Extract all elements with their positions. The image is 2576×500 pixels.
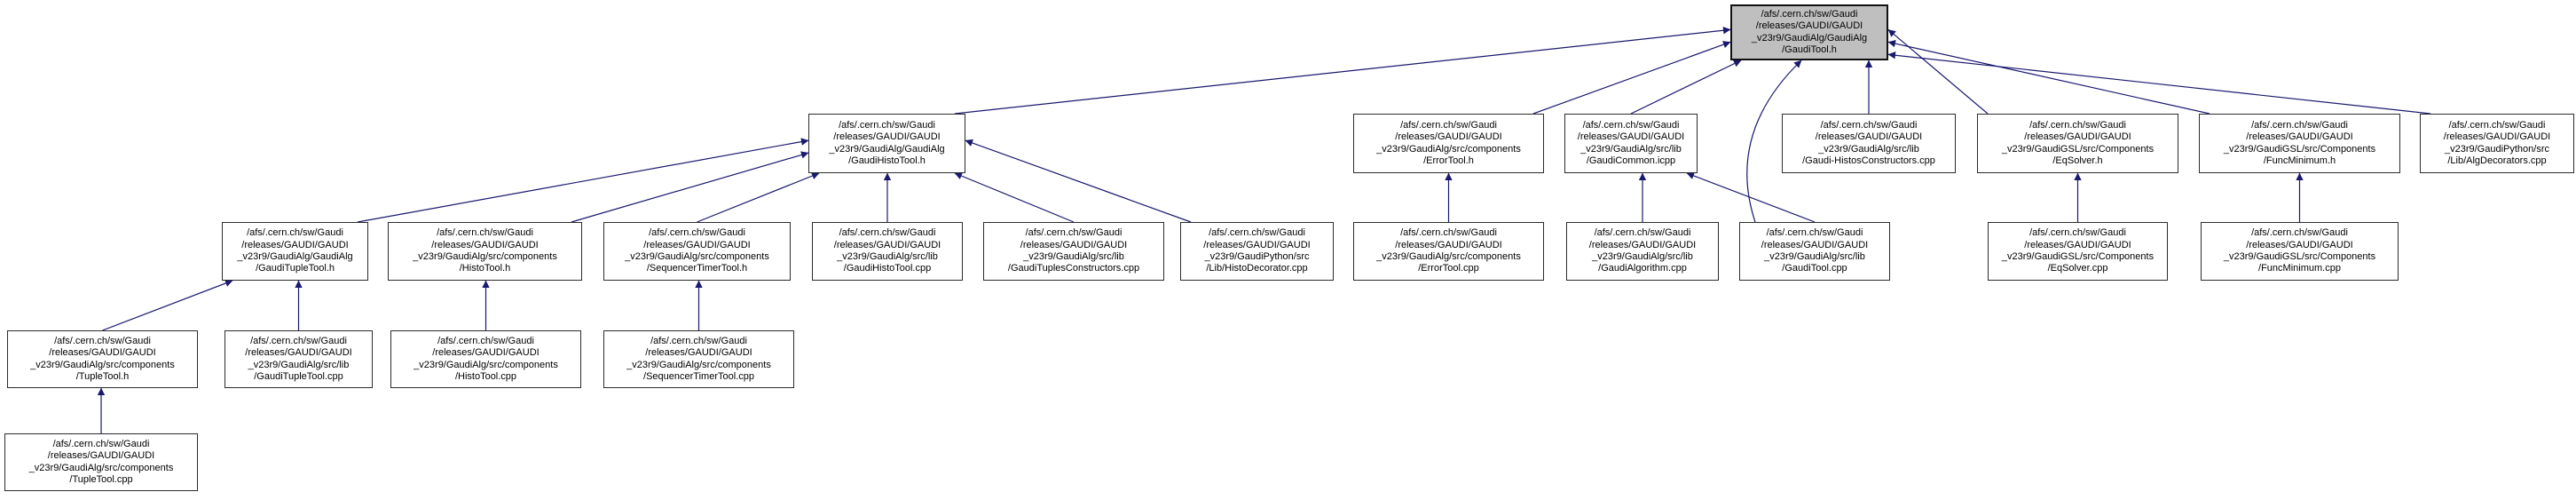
graph-node-label: /afs/.cern.ch/sw/Gaudi /releases/GAUDI/G… [1577,119,1685,166]
graph-node-gaudicommon-icpp[interactable]: /afs/.cern.ch/sw/Gaudi /releases/GAUDI/G… [1564,114,1698,173]
edge-funcminimum-h-to-gauditool-h [1887,39,2210,115]
edge-gaudituplesconstructors-cpp-to-gaudihistotool-h [954,172,1075,223]
graph-node-gaudituplesconstructors-cpp[interactable]: /afs/.cern.ch/sw/Gaudi /releases/GAUDI/G… [983,222,1164,281]
graph-node-label: /afs/.cern.ch/sw/Gaudi /releases/GAUDI/G… [625,227,769,274]
graph-node-label: /afs/.cern.ch/sw/Gaudi /releases/GAUDI/G… [1203,227,1311,274]
graph-node-label: /afs/.cern.ch/sw/Gaudi /releases/GAUDI/G… [2443,119,2551,166]
graph-node-gauditool-h: /afs/.cern.ch/sw/Gaudi /releases/GAUDI/G… [1730,4,1888,60]
graph-node-tupletool-cpp[interactable]: /afs/.cern.ch/sw/Gaudi /releases/GAUDI/G… [4,433,198,491]
graph-node-sequencertimertool-h[interactable]: /afs/.cern.ch/sw/Gaudi /releases/GAUDI/G… [603,222,791,281]
graph-node-label: /afs/.cern.ch/sw/Gaudi /releases/GAUDI/G… [28,438,174,485]
graph-node-label: /afs/.cern.ch/sw/Gaudi /releases/GAUDI/G… [833,227,941,274]
edge-sequencertimertool-h-to-gaudihistotool-h [697,172,820,223]
edge-histodecorator-cpp-to-gaudihistotool-h [965,139,1192,223]
graph-node-eqsolver-cpp[interactable]: /afs/.cern.ch/sw/Gaudi /releases/GAUDI/G… [1988,222,2168,281]
graph-node-label: /afs/.cern.ch/sw/Gaudi /releases/GAUDI/G… [2223,227,2376,274]
graph-node-funcminimum-cpp[interactable]: /afs/.cern.ch/sw/Gaudi /releases/GAUDI/G… [2201,222,2399,281]
graph-node-eqsolver-h[interactable]: /afs/.cern.ch/sw/Gaudi /releases/GAUDI/G… [1977,114,2178,173]
graph-node-label: /afs/.cern.ch/sw/Gaudi /releases/GAUDI/G… [2001,119,2155,166]
edge-gauditool-cpp-to-gaudicommon-icpp [1686,171,1816,223]
graph-node-label: /afs/.cern.ch/sw/Gaudi /releases/GAUDI/G… [2223,119,2376,166]
graph-node-label: /afs/.cern.ch/sw/Gaudi /releases/GAUDI/G… [1802,119,1935,166]
edge-errortool-h-to-gauditool-h [1532,41,1731,115]
edge-gaudicommon-icpp-to-gauditool-h [1630,60,1742,115]
graph-node-gaudihistosconstructors-cpp[interactable]: /afs/.cern.ch/sw/Gaudi /releases/GAUDI/G… [1782,114,1956,173]
graph-node-label: /afs/.cern.ch/sw/Gaudi /releases/GAUDI/G… [626,335,771,382]
graph-node-label: /afs/.cern.ch/sw/Gaudi /releases/GAUDI/G… [414,335,558,382]
edge-gauditupletool-h-to-gaudihistotool-h [357,138,809,223]
graph-node-label: /afs/.cern.ch/sw/Gaudi /releases/GAUDI/G… [1761,227,1869,274]
graph-node-label: /afs/.cern.ch/sw/Gaudi /releases/GAUDI/G… [1007,227,1140,274]
graph-node-gaudihistotool-h[interactable]: /afs/.cern.ch/sw/Gaudi /releases/GAUDI/G… [808,114,965,173]
graph-node-label: /afs/.cern.ch/sw/Gaudi /releases/GAUDI/G… [30,335,175,382]
graph-node-label: /afs/.cern.ch/sw/Gaudi /releases/GAUDI/G… [829,119,945,166]
graph-node-tupletool-h[interactable]: /afs/.cern.ch/sw/Gaudi /releases/GAUDI/G… [7,330,198,388]
graph-node-histodecorator-cpp[interactable]: /afs/.cern.ch/sw/Gaudi /releases/GAUDI/G… [1180,222,1334,281]
graph-node-label: /afs/.cern.ch/sw/Gaudi /releases/GAUDI/G… [1376,227,1521,274]
graph-node-label: /afs/.cern.ch/sw/Gaudi /releases/GAUDI/G… [413,227,557,274]
graph-node-errortool-cpp[interactable]: /afs/.cern.ch/sw/Gaudi /releases/GAUDI/G… [1353,222,1544,281]
edge-histotool-h-to-gaudihistotool-h [571,151,809,223]
graph-node-funcminimum-h[interactable]: /afs/.cern.ch/sw/Gaudi /releases/GAUDI/G… [2199,114,2400,173]
graph-node-histotool-h[interactable]: /afs/.cern.ch/sw/Gaudi /releases/GAUDI/G… [388,222,582,281]
graph-node-label: /afs/.cern.ch/sw/Gaudi /releases/GAUDI/G… [237,227,353,274]
graph-node-label: /afs/.cern.ch/sw/Gaudi /releases/GAUDI/G… [1751,8,1868,55]
graph-node-errortool-h[interactable]: /afs/.cern.ch/sw/Gaudi /releases/GAUDI/G… [1353,114,1544,173]
graph-node-sequencertimertool-cpp[interactable]: /afs/.cern.ch/sw/Gaudi /releases/GAUDI/G… [603,330,794,388]
graph-node-gaudihistotool-cpp[interactable]: /afs/.cern.ch/sw/Gaudi /releases/GAUDI/G… [812,222,963,281]
graph-node-algdecorators-cpp[interactable]: /afs/.cern.ch/sw/Gaudi /releases/GAUDI/G… [2420,114,2574,173]
graph-node-label: /afs/.cern.ch/sw/Gaudi /releases/GAUDI/G… [245,335,352,382]
graph-node-gauditupletool-h[interactable]: /afs/.cern.ch/sw/Gaudi /releases/GAUDI/G… [222,222,368,281]
graph-node-histotool-cpp[interactable]: /afs/.cern.ch/sw/Gaudi /releases/GAUDI/G… [390,330,581,388]
edge-gaudihistotool-h-to-gauditool-h [954,27,1731,115]
edge-gauditool-cpp-to-gauditool-h [1746,60,1802,223]
edge-algdecorators-cpp-to-gauditool-h [1887,52,2431,115]
edge-eqsolver-h-to-gauditool-h [1887,28,1989,115]
graph-node-gaudialgorithm-cpp[interactable]: /afs/.cern.ch/sw/Gaudi /releases/GAUDI/G… [1566,222,1719,281]
graph-node-label: /afs/.cern.ch/sw/Gaudi /releases/GAUDI/G… [2001,227,2155,274]
graph-node-label: /afs/.cern.ch/sw/Gaudi /releases/GAUDI/G… [1588,227,1697,274]
graph-node-gauditupletool-cpp[interactable]: /afs/.cern.ch/sw/Gaudi /releases/GAUDI/G… [225,330,373,388]
edge-tupletool-h-to-gauditupletool-h [102,279,233,331]
graph-node-label: /afs/.cern.ch/sw/Gaudi /releases/GAUDI/G… [1376,119,1521,166]
graph-node-gauditool-cpp[interactable]: /afs/.cern.ch/sw/Gaudi /releases/GAUDI/G… [1739,222,1890,281]
